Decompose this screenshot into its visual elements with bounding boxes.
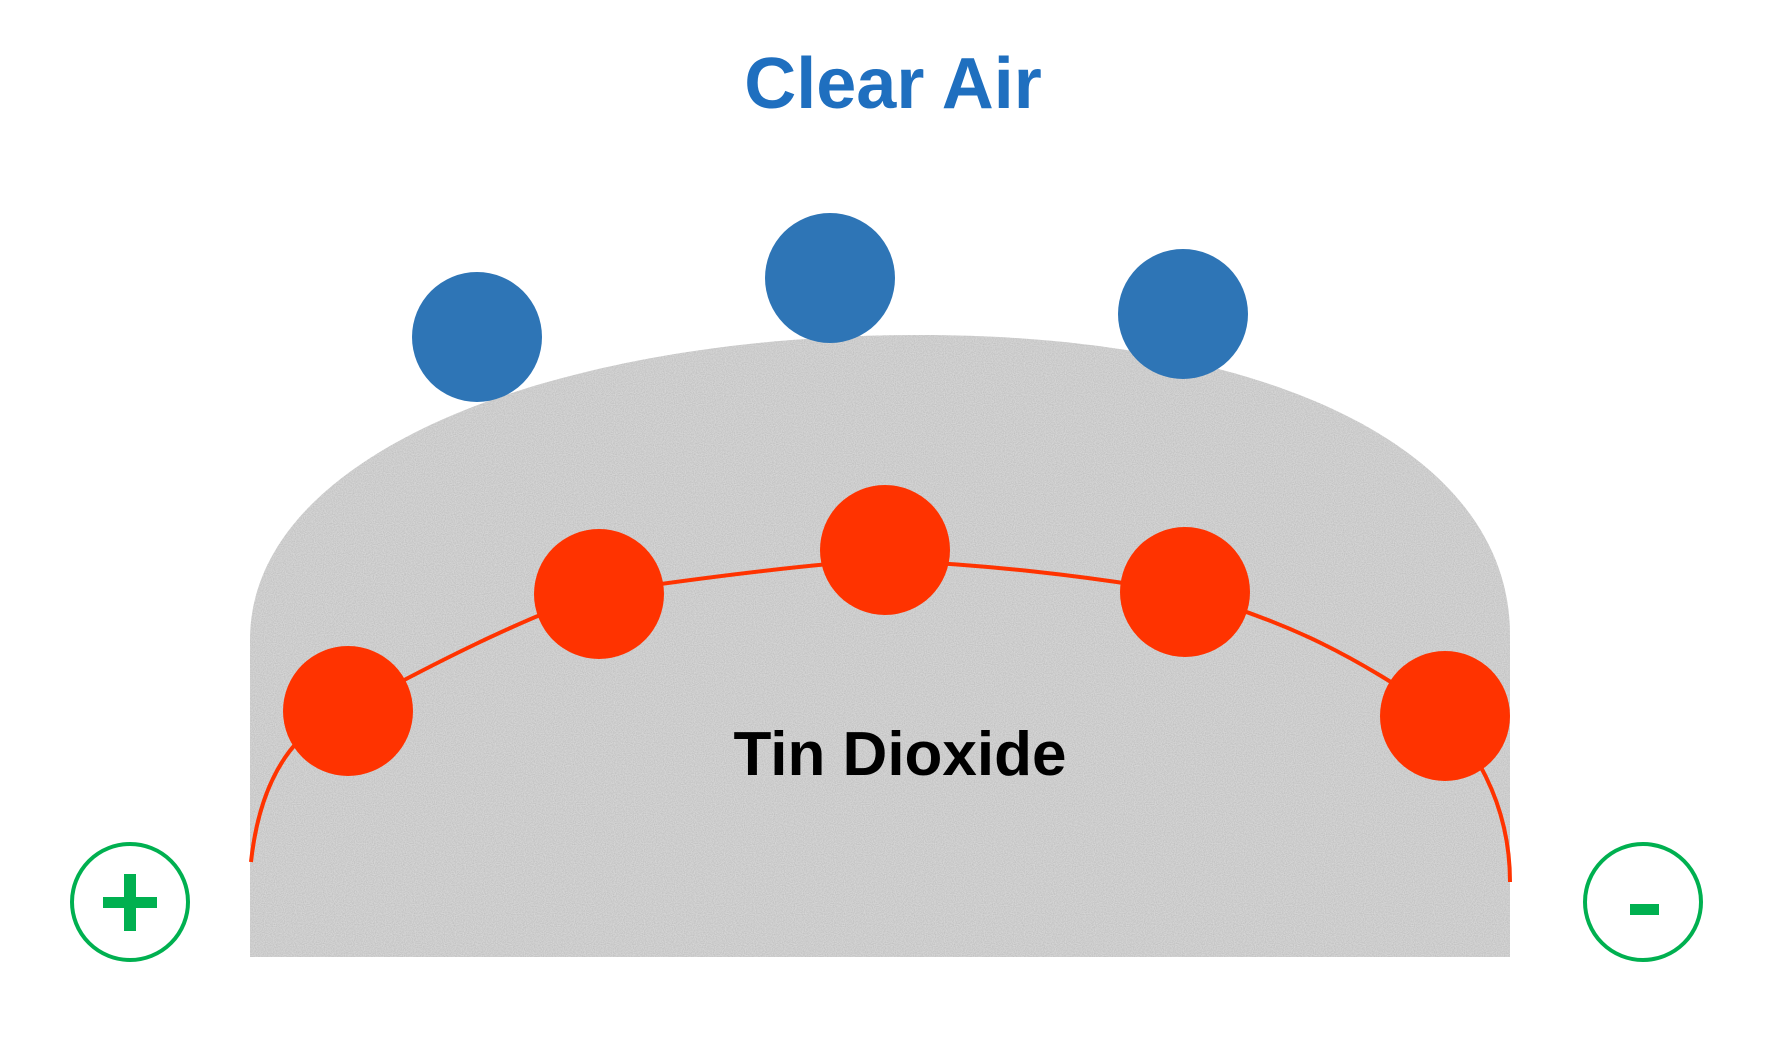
- electron: [1380, 651, 1510, 781]
- electron: [534, 529, 664, 659]
- oxygen-molecule: [412, 272, 542, 402]
- tin-dioxide-label: Tin Dioxide: [733, 720, 1066, 789]
- minus-circle-icon: [1583, 842, 1703, 962]
- electron: [820, 485, 950, 615]
- tin-dioxide-grain: [250, 335, 1510, 957]
- oxygen-molecule: [765, 213, 895, 343]
- electron: [283, 646, 413, 776]
- plus-circle-icon: [70, 842, 190, 962]
- oxygen-molecule: [1118, 249, 1248, 379]
- electron: [1120, 527, 1250, 657]
- diagram-title: Clear Air: [744, 44, 1041, 124]
